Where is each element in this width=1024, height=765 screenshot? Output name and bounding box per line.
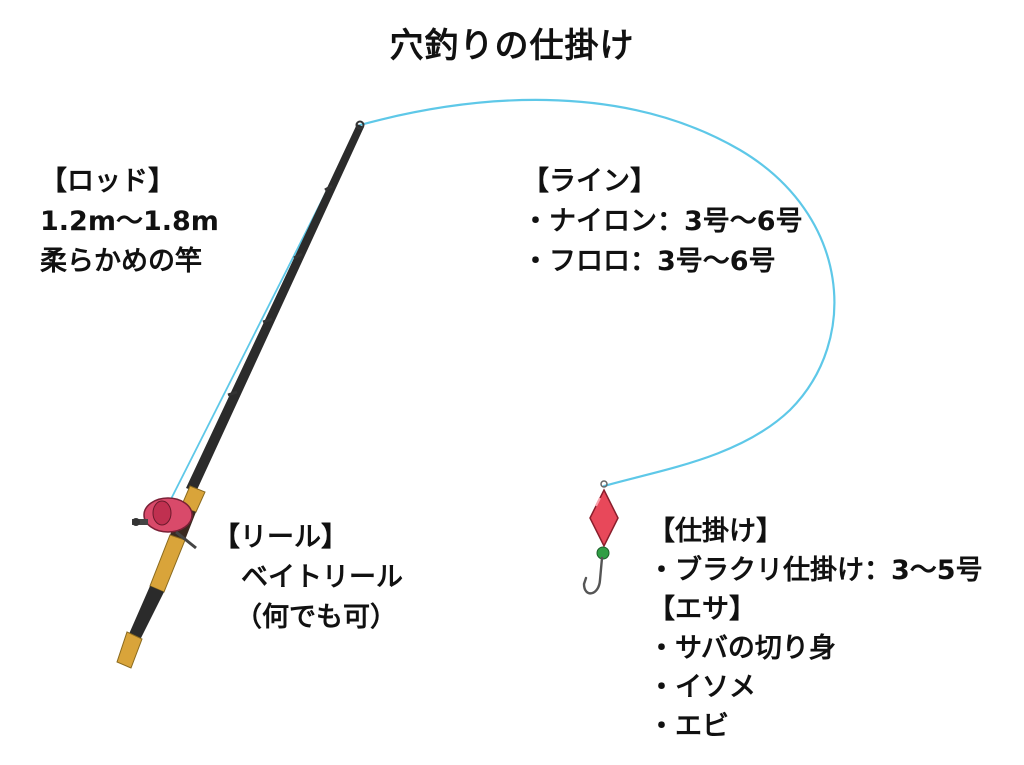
rod-guide bbox=[227, 390, 238, 397]
rod-guide bbox=[293, 252, 303, 260]
rig-and-bait-spec: 【仕掛け】 ・ブラクリ仕掛け：3～5号 【エサ】 ・サバの切り身 ・イソメ ・エ… bbox=[648, 512, 983, 746]
reel-spec: 【リール】 ベイトリール （何でも可） bbox=[213, 518, 403, 638]
sinker-shine bbox=[595, 497, 601, 507]
line-item-nylon: ・ナイロン：3号～6号 bbox=[522, 206, 803, 237]
line-item-fluoro: ・フロロ：3号～6号 bbox=[522, 246, 776, 277]
rod-heading: 【ロッド】 bbox=[40, 166, 175, 197]
line-spec: 【ライン】 ・ナイロン：3号～6号 ・フロロ：3号～6号 bbox=[522, 162, 803, 282]
diagram-title: 穴釣りの仕掛け bbox=[389, 26, 635, 66]
rod-spec: 【ロッド】 1.2m～1.8m 柔らかめの竿 bbox=[40, 162, 219, 282]
reel-clutch bbox=[175, 530, 197, 550]
rod-butt-cap bbox=[116, 631, 143, 669]
hook bbox=[582, 556, 604, 595]
rig-item: ・ブラクリ仕掛け：3～5号 bbox=[648, 555, 983, 586]
swivel-ring bbox=[600, 480, 608, 488]
bait-item-shrimp: ・エビ bbox=[648, 711, 729, 742]
bead bbox=[596, 546, 610, 560]
rod-tip-guide bbox=[355, 120, 365, 130]
reel-heading: 【リール】 bbox=[213, 522, 348, 553]
rod-guide bbox=[262, 317, 273, 324]
reel-spool bbox=[152, 500, 172, 526]
rod-guide bbox=[324, 184, 333, 192]
line-heading: 【ライン】 bbox=[522, 166, 657, 197]
rod-note: 柔らかめの竿 bbox=[40, 246, 202, 277]
rod-length: 1.2m～1.8m bbox=[40, 206, 219, 237]
bait-item-worm: ・イソメ bbox=[648, 672, 756, 703]
rod-blank bbox=[186, 124, 364, 492]
reel-knob bbox=[132, 518, 140, 526]
sinker bbox=[589, 488, 619, 548]
reel-type: ベイトリール bbox=[241, 562, 403, 593]
rod-rear-grip bbox=[149, 534, 186, 593]
baitcast-reel bbox=[132, 497, 197, 550]
fishing-line bbox=[358, 98, 836, 488]
rod-butt-shaft bbox=[129, 586, 164, 640]
bait-heading: 【エサ】 bbox=[648, 594, 756, 625]
rig-heading: 【仕掛け】 bbox=[648, 516, 783, 547]
bait-item-mackerel: ・サバの切り身 bbox=[648, 633, 836, 664]
burakuri-rig bbox=[582, 480, 619, 595]
reel-note: （何でも可） bbox=[235, 602, 397, 633]
